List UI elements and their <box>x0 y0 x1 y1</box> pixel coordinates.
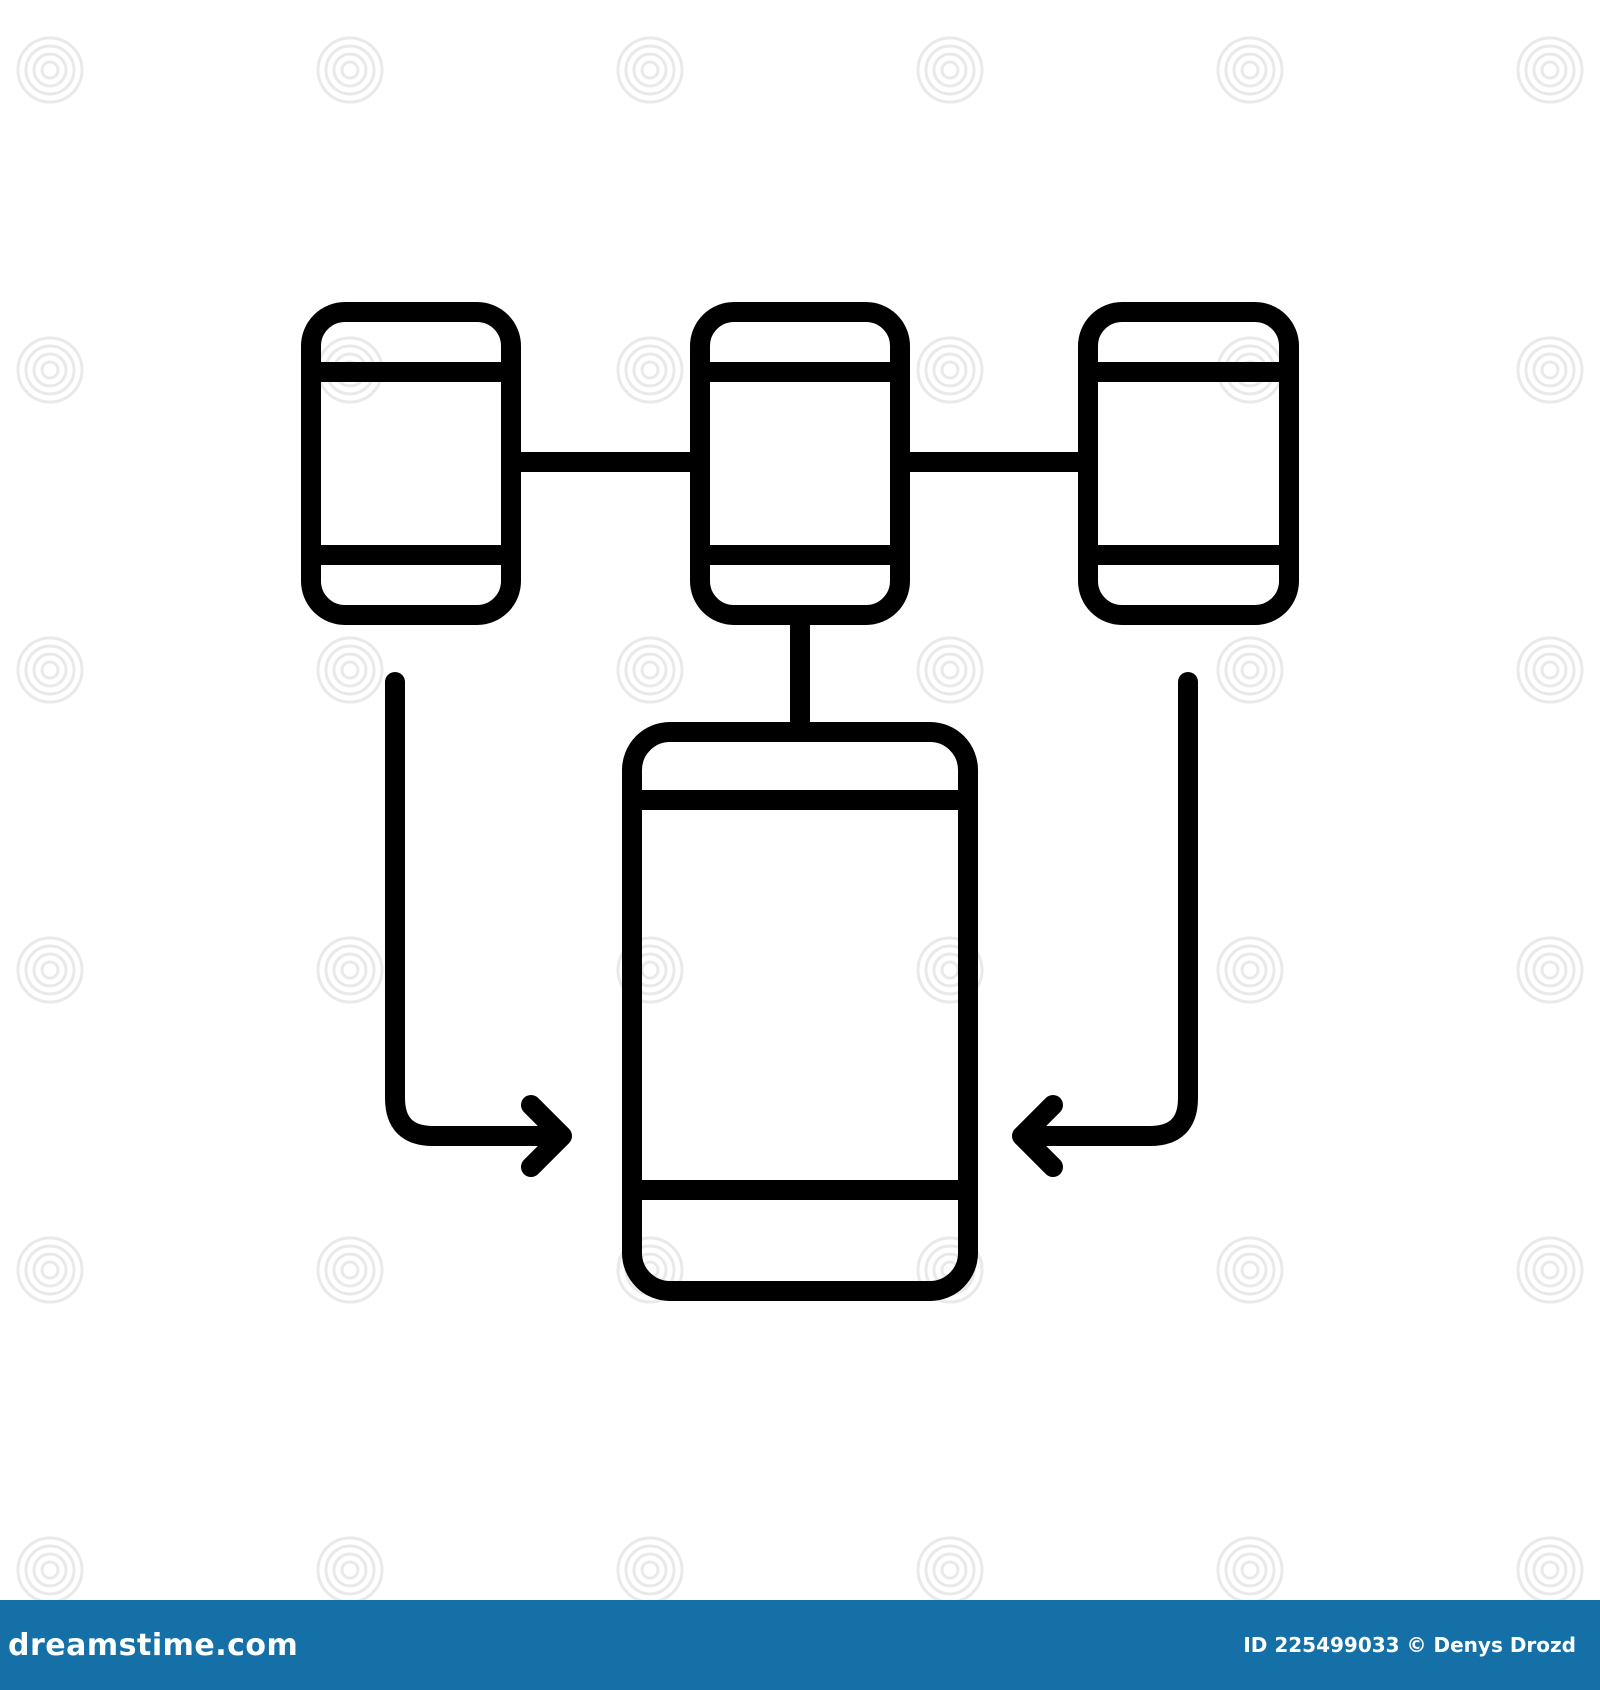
watermark-pattern <box>16 36 1584 1600</box>
site-logo: dreamstime.com <box>8 1627 299 1663</box>
phone-main <box>622 722 978 1301</box>
phone-top-right <box>1078 302 1299 625</box>
arrow-left-icon <box>385 672 572 1177</box>
image-credit: ID 225499033 © Denys Drozd <box>1243 1633 1576 1657</box>
watermark-footer-bar: dreamstime.com ID 225499033 © Denys Droz… <box>0 1600 1600 1690</box>
phone-top-left <box>301 302 521 625</box>
arrow-right-icon <box>1012 672 1198 1177</box>
devices-network-icon <box>16 36 1584 1600</box>
phone-top-center <box>690 302 910 625</box>
